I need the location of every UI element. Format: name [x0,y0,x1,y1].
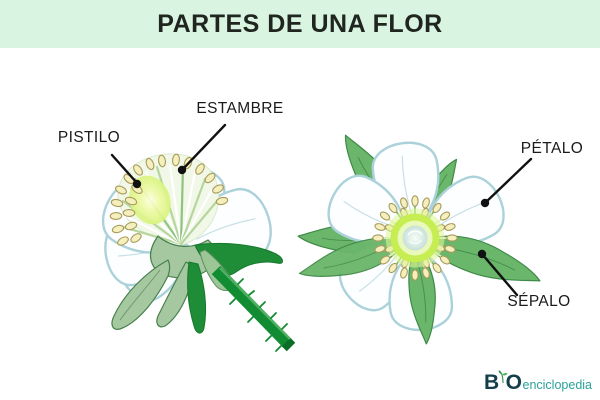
pointer-lines [110,123,533,297]
label-petalo: PÉTALO [520,140,584,157]
title-banner: PARTES DE UNA FLOR [0,0,600,48]
label-estambre: ESTAMBRE [196,100,284,117]
page-title: PARTES DE UNA FLOR [157,10,443,38]
logo-letter-b: B [483,371,499,394]
left-flower-illustration [91,153,296,352]
left-flower-sepals [111,235,283,334]
label-sepalo: SÉPALO [507,293,571,310]
logo-suffix: enciclopedia [522,378,593,392]
label-pistilo: PISTILO [57,129,121,146]
stamens [109,153,229,246]
bioenciclopedia-logo: B O enciclopedia [483,370,593,395]
logo-letter-o: O [505,371,522,394]
sprout-icon [498,370,508,383]
stem [211,265,296,352]
flower-center [385,208,445,268]
right-flower-illustration [295,127,547,346]
